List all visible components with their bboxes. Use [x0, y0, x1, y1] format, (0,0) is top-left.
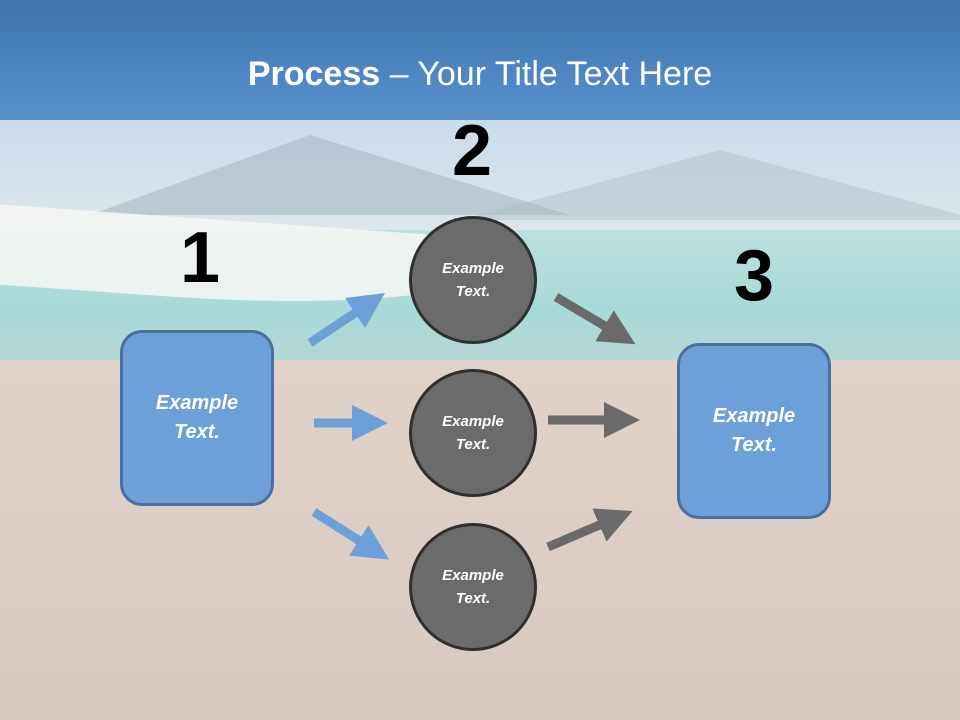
- title-bold: Process: [247, 55, 381, 93]
- circle-top-text: Example Text.: [442, 260, 504, 300]
- arrow-left-to-bottom: [311, 508, 390, 560]
- step-number-1: 1: [179, 218, 221, 298]
- step-number-3: 3: [733, 236, 775, 316]
- right-box-text: Example Text.: [712, 405, 796, 456]
- step-number-2: 2: [451, 111, 493, 191]
- arrow-top-to-right: [553, 293, 636, 345]
- circle-middle-text: Example Text.: [442, 413, 504, 453]
- left-box[interactable]: Example Text.: [120, 330, 274, 506]
- circle-bottom[interactable]: Example Text.: [409, 523, 537, 651]
- sky-background: [0, 0, 960, 140]
- circle-bottom-text: Example Text.: [442, 567, 504, 607]
- slide-title: Process – Your Title Text Here: [0, 52, 960, 96]
- mountain-shape: [90, 135, 570, 215]
- title-rest: – Your Title Text Here: [380, 55, 713, 93]
- mountain-shape: [460, 150, 960, 220]
- circle-middle[interactable]: Example Text.: [409, 369, 537, 497]
- arrow-bottom-to-right: [546, 508, 633, 552]
- left-box-text: Example Text.: [155, 392, 239, 443]
- arrow-left-to-top: [307, 293, 385, 347]
- circle-top[interactable]: Example Text.: [409, 216, 537, 344]
- right-box[interactable]: Example Text.: [677, 343, 831, 519]
